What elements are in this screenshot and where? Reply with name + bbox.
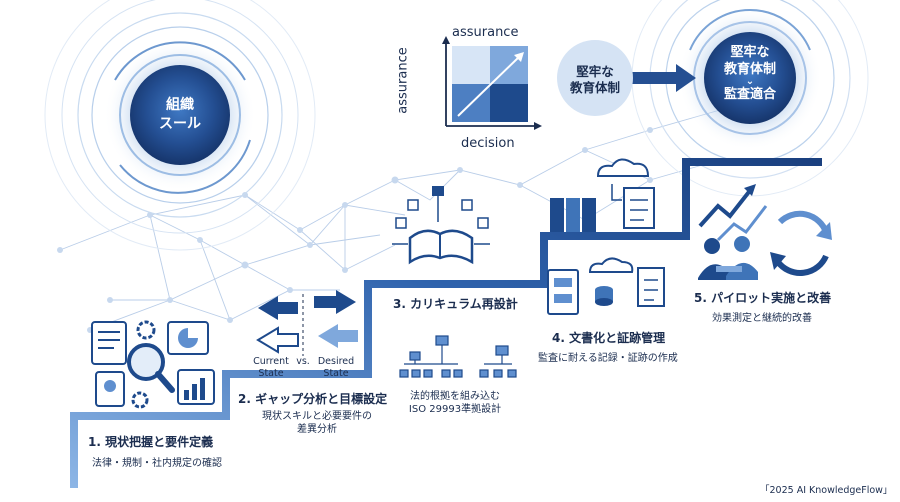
records-management-icon [547,257,665,315]
step-5-subtitle: 効果測定と継続的改善 [712,313,812,324]
analysis-icon-cluster [91,320,215,409]
goal-circle-label: 堅牢な 教育体制 ⌄ 監査適合 [710,44,790,103]
current-state-line2: State [258,368,284,379]
step-2-title: 2. ギャップ分析と目標設定 [238,392,388,406]
curriculum-book-icon [392,186,490,265]
chevron-down-icon: ⌄ [745,76,755,87]
gap-arrows-icon [256,290,358,356]
network-nodes [57,127,653,333]
vs-label: vs. [296,356,310,367]
step-2-subtitle-line1: 現状スキルと必要要件の [262,411,372,422]
goal-circle-line2: 教育体制 [723,62,776,77]
middle-bubble-line1: 堅牢な [576,64,614,79]
desired-state-line2: State [323,368,349,379]
goal-circle-line3: 監査適合 [723,87,776,102]
step-3-subtitle-line2: ISO 29993準拠設計 [408,404,502,415]
step-2-subtitle: 現状スキルと必要要件の 差異分析 [252,410,382,436]
goal-circle-graphic [631,0,869,197]
desired-state-label: Desired State [310,356,362,380]
step-3-subtitle-line1: 法的根拠を組み込む [410,391,500,402]
step-3-title: 3. カリキュラム再設計 [393,297,518,311]
step-4-subtitle: 監査に耐える記録・証跡の作成 [538,353,678,364]
step-3-subtitle: 法的根拠を組み込む ISO 29993準拠設計 [403,390,507,416]
hierarchy-tree-icon [399,335,517,378]
current-state-line1: Current [253,356,289,367]
org-circle-line2: スール [159,116,201,132]
matrix-top-label: assurance [452,25,519,40]
improvement-cycle-icon [698,184,832,280]
step-1-title: 1. 現状把握と要件定義 [88,435,214,449]
step-2-subtitle-line2: 差異分析 [297,424,337,435]
org-circle-graphic [44,0,316,251]
step-4-title: 4. 文書化と証跡管理 [552,331,666,345]
current-state-label: Current State [246,356,296,380]
step-5-title: 5. パイロット実施と改善 [694,291,832,305]
document-archive-icon [550,158,655,232]
middle-bubble-label: 堅牢な 教育体制 [557,64,633,96]
matrix-x-label: decision [461,136,515,151]
matrix-y-label: assurance [395,47,411,114]
copyright-footer: 「2025 AI KnowledgeFlow」 [760,485,893,496]
assurance-decision-matrix [442,36,542,130]
org-circle-line1: 組織 [166,97,194,113]
flow-arrow [632,64,696,92]
middle-bubble-line2: 教育体制 [569,80,620,95]
org-circle-label: 組織 スール [150,96,210,134]
middle-bubble-circle [557,40,633,116]
goal-circle-line1: 堅牢な [730,45,770,60]
step-1-subtitle: 法律・規制・社内規定の確認 [92,458,222,469]
desired-state-line1: Desired [317,356,355,367]
